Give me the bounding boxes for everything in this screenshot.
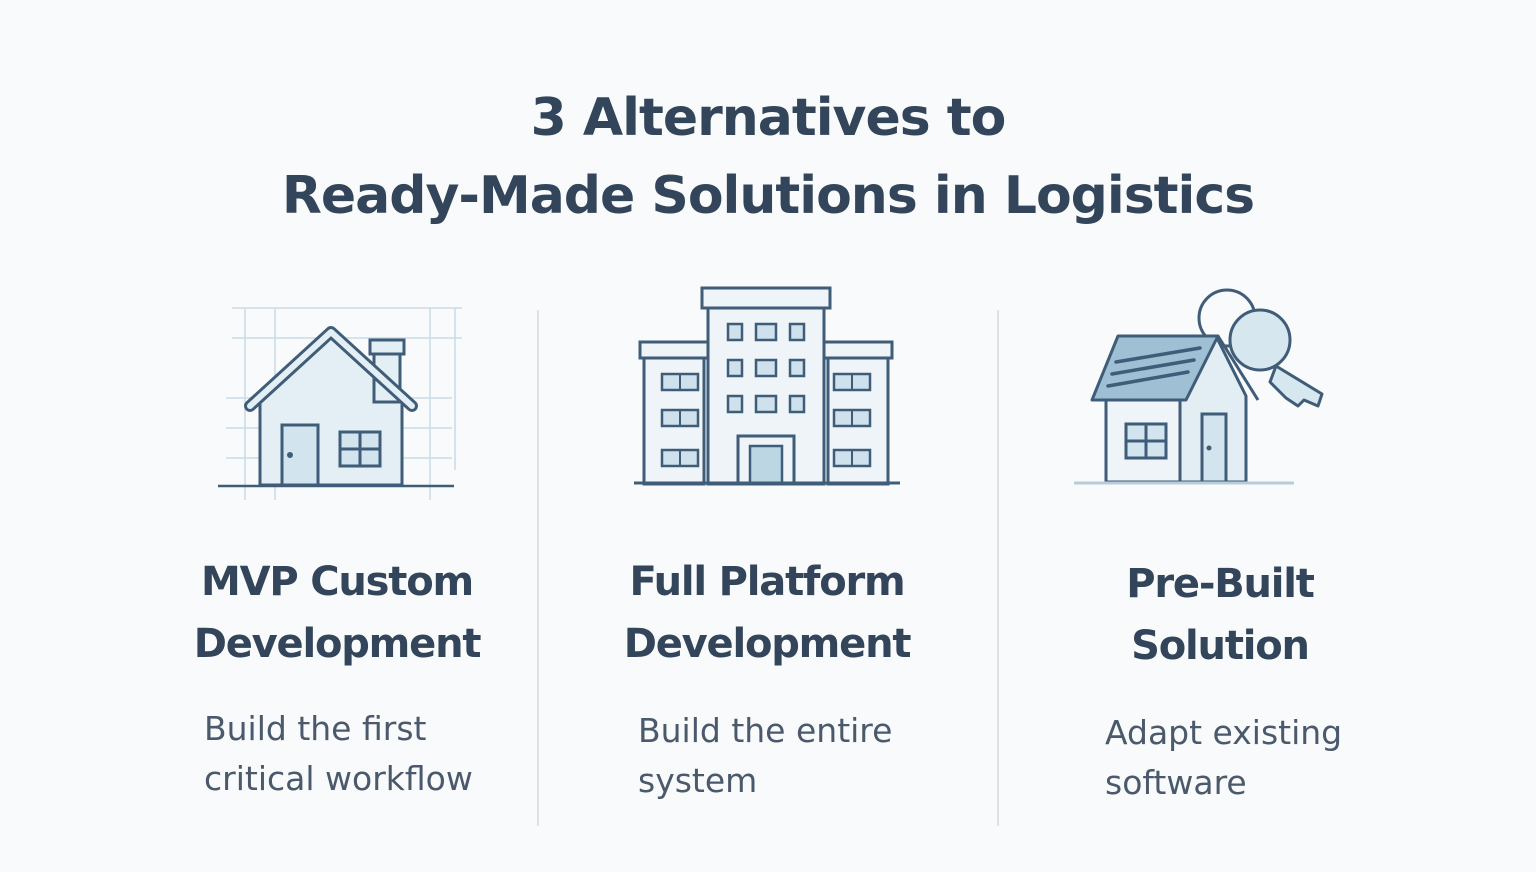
title-line-2: Ready-Made Solutions in Logistics — [281, 166, 1255, 227]
column-divider-2 — [997, 310, 999, 826]
alternative-description: Build the entire system — [638, 711, 893, 800]
alternative-heading: MVP Custom Development — [193, 559, 482, 667]
alternative-description: Build the first critical workflow — [204, 709, 473, 798]
alternative-heading: Pre-Built Solution — [1126, 561, 1315, 669]
alternative-description: Adapt existing software — [1105, 713, 1343, 802]
office-building-icon — [634, 286, 900, 486]
page-title: 3 Alternatives to Ready-Made Solutions i… — [0, 79, 1536, 235]
title-line-1: 3 Alternatives to — [530, 88, 1007, 149]
alternative-heading: Full Platform Development — [623, 559, 912, 667]
column-divider-1 — [537, 310, 539, 826]
house-blueprint-icon — [218, 307, 462, 500]
house-key-icon — [1074, 288, 1324, 485]
